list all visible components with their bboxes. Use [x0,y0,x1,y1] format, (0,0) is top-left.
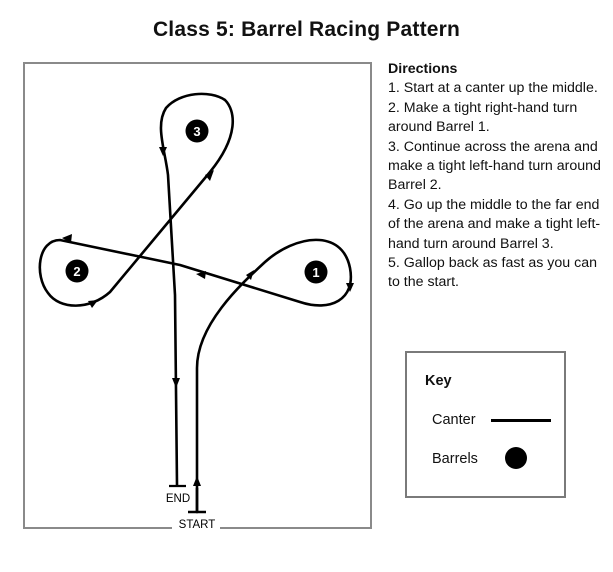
start-label: START [179,519,216,531]
arrow-to-barrel-1 [246,270,254,280]
barrel-2: 2 [65,259,89,283]
direction-step: 5. Gallop back as fast as you can to the… [388,255,597,291]
page-title: Class 5: Barrel Racing Pattern [152,18,461,41]
barrel-1: 1 [304,260,328,284]
barrel-swatch [505,447,527,469]
canter-line-swatch [491,419,551,422]
barrel-1-label: 1 [312,265,319,280]
arrow-diagonal-up [205,170,214,181]
arrow-bottom-barrel-2 [88,300,98,308]
arrow-down-barrel-3 [159,147,167,156]
arrow-around-barrel-1 [346,283,354,292]
barrel-1-marker [304,260,328,284]
arrow-across-left [196,271,206,279]
key-barrels-label: Barrels [432,451,478,467]
barrel-2-label: 2 [73,264,80,279]
arrow-top-barrel-2 [62,234,72,243]
end-label: END [166,493,190,505]
directions-heading: Directions [388,61,458,77]
direction-step: 3. Continue across the arena and make a … [388,138,601,194]
riding-path [38,92,353,514]
key-canter-label: Canter [432,412,476,428]
barrel-2-marker [65,259,89,283]
arrow-start-up [193,476,201,486]
barrel-3: 3 [185,119,209,143]
direction-step: 1. Start at a canter up the middle. [388,80,598,97]
barrel-3-label: 3 [193,124,200,139]
key-legend: Key Canter Barrels [405,351,566,498]
key-title: Key [425,373,452,389]
barrel-3-marker [185,119,209,143]
arrow-down-middle [172,378,180,388]
direction-step: 4. Go up the middle to the far end of th… [388,196,601,252]
directions-panel: Directions 1. Start at a canter up the m… [388,60,606,293]
direction-arrows [62,147,354,486]
directions-list: 1. Start at a canter up the middle. 2. M… [388,79,606,292]
direction-step: 2. Make a tight right-hand turn around B… [388,99,578,136]
arena-border [23,62,372,529]
